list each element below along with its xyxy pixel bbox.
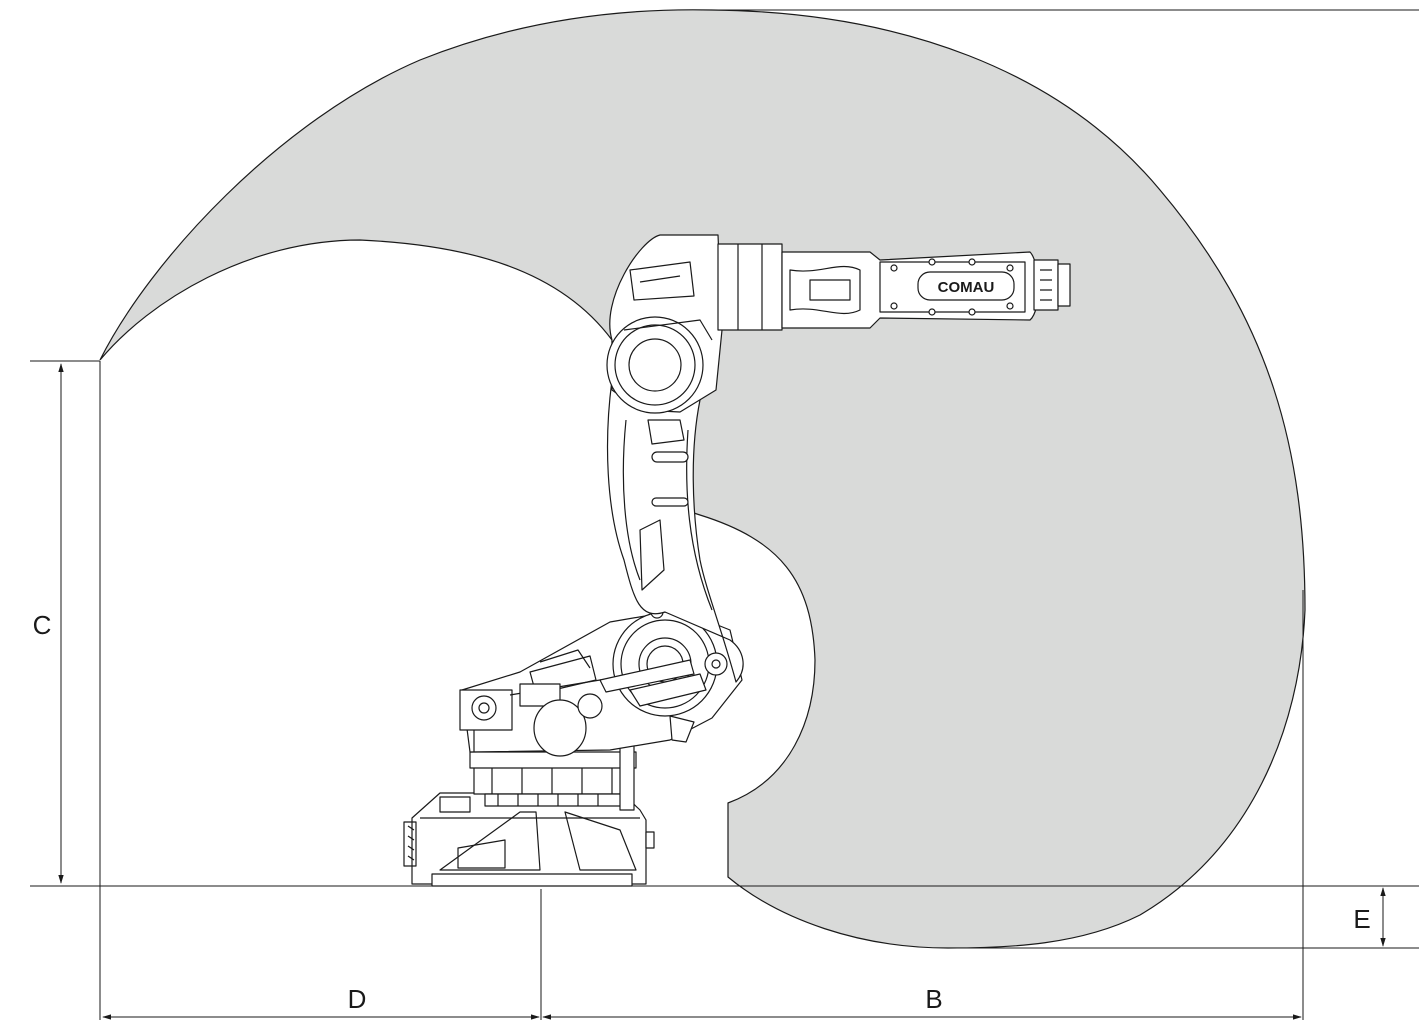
dimension-label-d: D (348, 984, 367, 1014)
work-envelope (99, 9, 1306, 949)
dimension-label-c: C (33, 610, 52, 640)
robot-forearm: COMAU (717, 243, 1039, 331)
robot-turntable (469, 739, 637, 811)
robot-wrist (1033, 259, 1071, 311)
robot-base (403, 792, 655, 887)
elbow-joint (606, 234, 723, 414)
comau-logo-text: COMAU (938, 279, 995, 296)
robot: COMAU (403, 234, 1071, 887)
dimension-label-b: B (925, 984, 942, 1014)
dimension-label-e: E (1353, 904, 1370, 934)
shoulder-joint (599, 605, 728, 717)
robot-lower-arm (606, 354, 744, 683)
